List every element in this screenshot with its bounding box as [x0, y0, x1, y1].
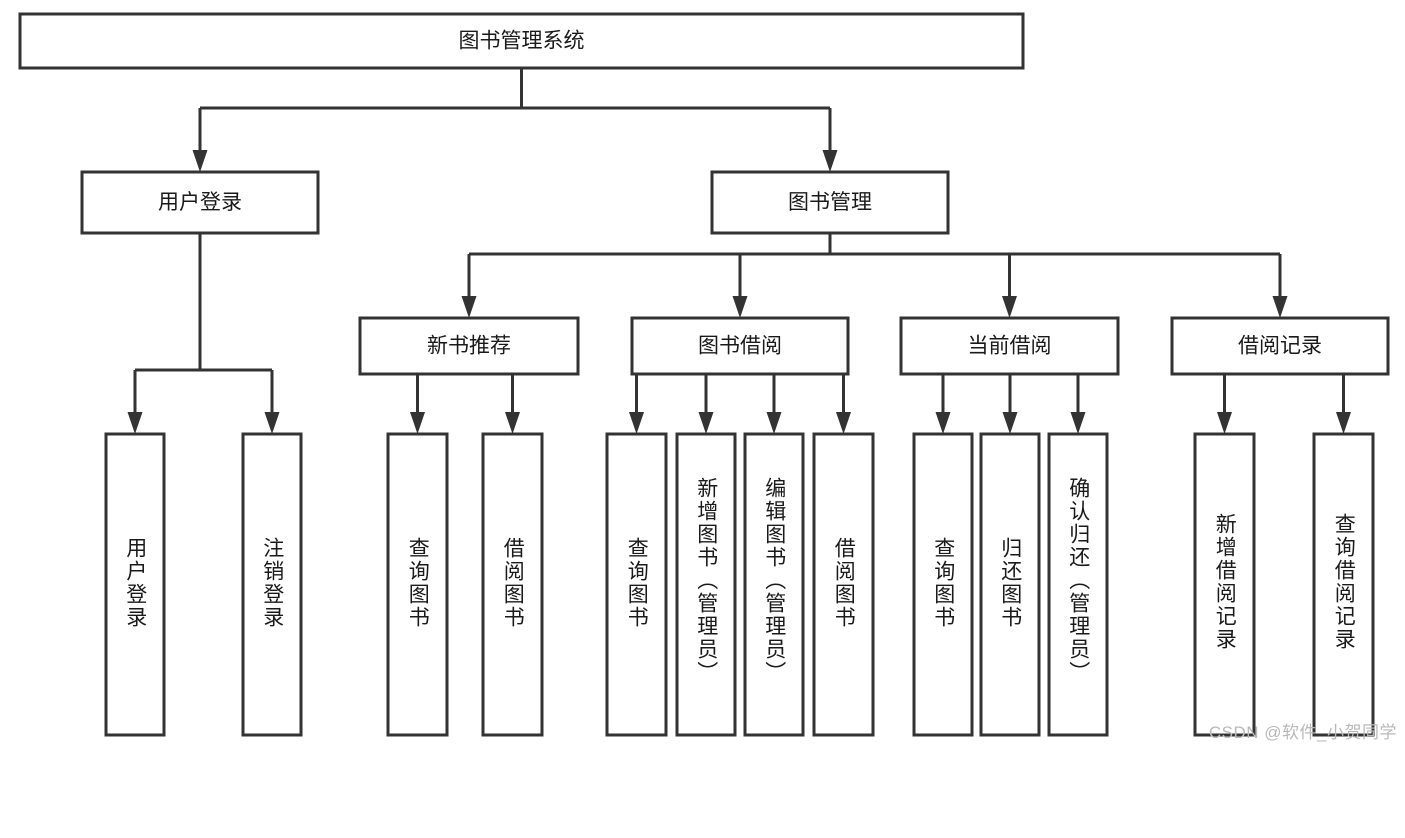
node-leaf-query-book-2[interactable]: [605, 432, 668, 737]
node-box: [912, 432, 974, 737]
arrow-head-icon: [698, 412, 714, 434]
node-user-login[interactable]: 用户登录: [80, 170, 320, 235]
arrow-head-icon: [410, 412, 425, 434]
arrow-head-icon: [822, 150, 838, 172]
arrow-head-icon: [1070, 412, 1086, 434]
arrow-head-icon: [1272, 296, 1288, 318]
arrow-head-icon: [766, 412, 782, 434]
node-root[interactable]: 图书管理系统: [18, 12, 1025, 70]
node-new-book-rec[interactable]: 新书推荐: [358, 316, 580, 376]
node-current-borrow[interactable]: 当前借阅: [899, 316, 1120, 376]
node-box: [358, 316, 580, 376]
node-box: [1047, 432, 1109, 737]
node-label: 借阅记录: [1238, 335, 1322, 358]
node-book-manage[interactable]: 图书管理: [710, 170, 950, 235]
node-leaf-query-book-3[interactable]: [912, 432, 974, 737]
diagram-canvas: 图书管理系统用户登录图书管理新书推荐图书借阅当前借阅借阅记录 用户登录注销登录查…: [18, 12, 1397, 742]
node-label: 新书推荐: [427, 335, 511, 358]
node-label: 当前借阅: [968, 335, 1052, 358]
arrow-head-icon: [935, 412, 951, 434]
node-leaf-borrow-book-1[interactable]: [481, 432, 544, 737]
node-box: [104, 432, 166, 737]
node-box: [1170, 316, 1390, 376]
node-box: [1312, 432, 1375, 737]
edges-layer: [127, 68, 1351, 434]
arrow-head-icon: [629, 412, 644, 434]
arrow-head-icon: [1002, 412, 1018, 434]
watermark: CSDN @软件_小贺同学: [1208, 723, 1397, 742]
node-box: [1193, 432, 1256, 737]
node-label: 图书管理系统: [459, 30, 585, 53]
arrow-head-icon: [127, 412, 143, 434]
node-label: 图书借阅: [698, 335, 782, 358]
node-leaf-logout[interactable]: [241, 432, 303, 737]
node-box: [605, 432, 668, 737]
node-book-borrow[interactable]: 图书借阅: [630, 316, 850, 376]
node-label: 图书管理: [788, 191, 872, 214]
node-leaf-query-book-1[interactable]: [386, 432, 449, 737]
arrow-head-icon: [264, 412, 280, 434]
node-box: [743, 432, 805, 737]
node-box: [386, 432, 449, 737]
node-box: [710, 170, 950, 235]
node-leaf-confirm-return[interactable]: [1047, 432, 1109, 737]
node-box: [481, 432, 544, 737]
node-box: [630, 316, 850, 376]
node-leaf-borrow-book-2[interactable]: [812, 432, 875, 737]
node-borrow-record[interactable]: 借阅记录: [1170, 316, 1390, 376]
node-box: [899, 316, 1120, 376]
arrow-head-icon: [505, 412, 520, 434]
node-box: [675, 432, 737, 737]
arrow-head-icon: [1002, 296, 1017, 318]
arrow-head-icon: [1336, 412, 1351, 434]
arrow-head-icon: [192, 150, 208, 172]
node-leaf-query-record[interactable]: [1312, 432, 1375, 737]
node-box: [241, 432, 303, 737]
node-leaf-add-book[interactable]: [675, 432, 737, 737]
node-box: [80, 170, 320, 235]
node-leaf-return-book[interactable]: [979, 432, 1041, 737]
node-leaf-user-login[interactable]: [104, 432, 166, 737]
node-box: [18, 12, 1025, 70]
node-box: [812, 432, 875, 737]
node-label: 用户登录: [158, 191, 242, 214]
arrow-head-icon: [461, 296, 477, 318]
node-leaf-edit-book[interactable]: [743, 432, 805, 737]
node-box: [979, 432, 1041, 737]
arrow-head-icon: [1217, 412, 1232, 434]
node-leaf-add-record[interactable]: [1193, 432, 1256, 737]
arrow-head-icon: [732, 296, 748, 318]
arrow-head-icon: [836, 412, 851, 434]
